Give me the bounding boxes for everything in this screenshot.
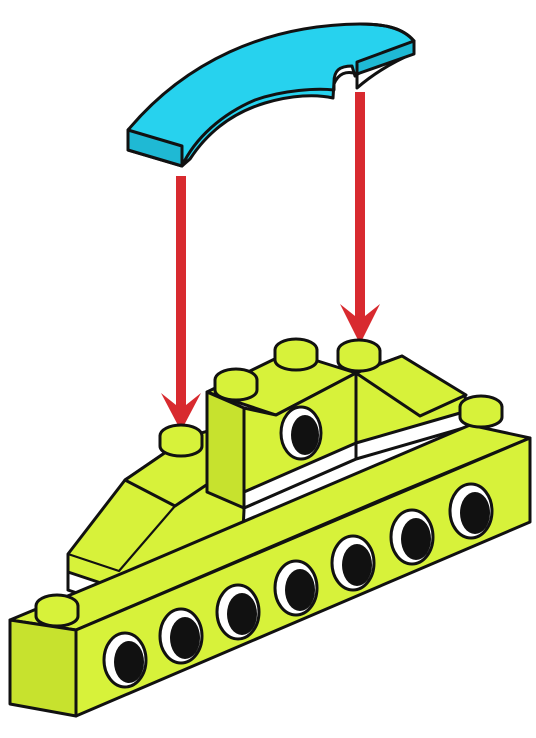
beam-hole-inner	[342, 544, 372, 586]
stud-side	[215, 380, 257, 400]
beam-hole-inner	[114, 641, 144, 683]
stud-side	[160, 436, 202, 456]
center-brick-hole-inner	[291, 415, 319, 455]
stud-side	[338, 351, 380, 371]
upper-brick-center-left-side	[207, 392, 244, 508]
stud-side	[275, 350, 317, 370]
stud-side	[460, 407, 502, 427]
technic-beam-end	[10, 620, 76, 716]
arrow-shaft-right	[355, 92, 365, 329]
lime-brick-assembly	[10, 339, 530, 716]
beam-hole-inner	[170, 617, 200, 659]
arrow-shaft-left	[176, 176, 186, 420]
beam-hole-inner	[401, 518, 431, 560]
beam-hole-inner	[285, 569, 315, 611]
beam-hole-inner	[460, 492, 490, 534]
beam-hole-inner	[227, 593, 257, 635]
curved-slope-brick	[128, 24, 414, 166]
stud-side	[36, 606, 78, 626]
